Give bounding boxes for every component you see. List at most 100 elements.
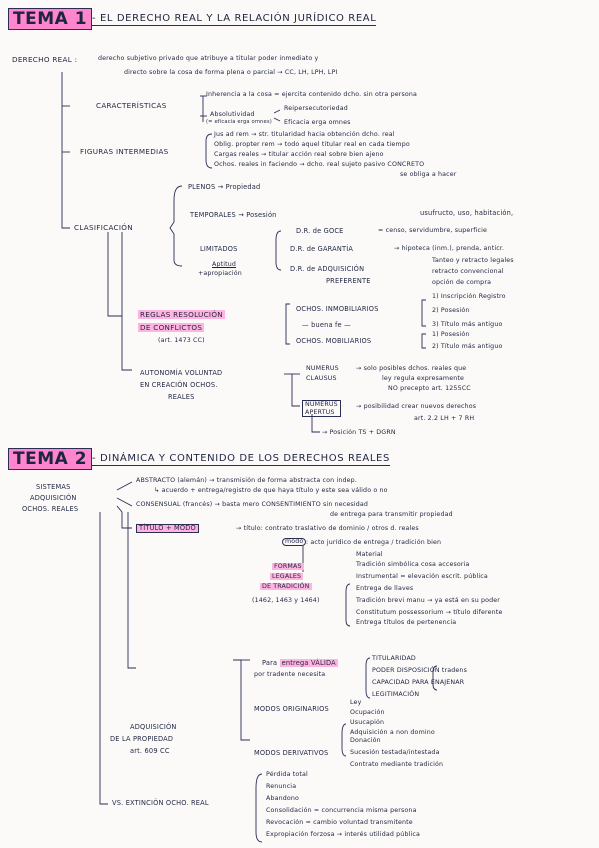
modos-derivativos-label: MODOS DERIVATIVOS xyxy=(254,749,329,757)
entrega-item-1: TITULARIDAD xyxy=(372,655,416,662)
dr-goce-label: D.R. de GOCE xyxy=(296,227,344,235)
figura-se-obliga: se obliga a hacer xyxy=(400,171,457,178)
numerus-clausus-value-3: NO precepto art. 1255CC xyxy=(388,385,471,392)
originario-item-3: Usucapión xyxy=(350,719,385,726)
forma-item-3: Instrumental = elevación escrit. pública xyxy=(356,573,488,580)
modo-definition: : acto jurídico de entrega / tradición b… xyxy=(306,539,442,546)
extincion-item-4: Consolidación = concurrencia misma perso… xyxy=(266,807,417,814)
extincion-item-2: Renuncia xyxy=(266,783,297,790)
reglas-label-1: REGLAS RESOLUCIÓN xyxy=(138,310,225,319)
numerus-apertus-2: APERTUS xyxy=(305,408,335,416)
forma-item-5: Tradición brevi manu → ya está en su pod… xyxy=(356,597,501,604)
sistema-abstracto-detail: ↳ acuerdo + entrega/registro de que haya… xyxy=(154,487,388,494)
reglas-mob-item-1: 1) Posesión xyxy=(432,331,470,338)
clasificacion-label: CLASIFICACIÓN xyxy=(74,223,133,232)
adquisicion-propiedad-3: art. 609 CC xyxy=(130,747,170,755)
formas-legales-3: DE TRADICIÓN xyxy=(260,583,312,590)
caracteristica-absolutividad: Absolutividad xyxy=(210,111,255,118)
figura-jus-ad-rem: Jus ad rem → str. titularidad hacia obte… xyxy=(214,131,395,138)
sistema-consensual-detail: de entrega para transmitir propiedad xyxy=(330,511,453,518)
caracteristica-erga-omnes: Eficacia erga omnes xyxy=(284,119,351,126)
clasificacion-limitados: LIMITADOS xyxy=(200,245,238,253)
sistemas-label-1: SISTEMAS xyxy=(36,483,71,491)
formas-highlight-2: LEGALES xyxy=(270,573,304,580)
numerus-clausus-2: CLAUSUS xyxy=(306,375,337,382)
numerus-apertus-box: NUMERUS APERTUS xyxy=(302,400,341,418)
dr-goce-value: = censo, servidumbre, superficie xyxy=(378,227,487,234)
reglas-inmobiliarios: OCHOS. INMOBILIARIOS xyxy=(296,305,379,313)
caracteristicas-label: CARACTERÍSTICAS xyxy=(96,101,167,110)
forma-item-7: Entrega títulos de pertenencia xyxy=(356,619,457,626)
entrega-highlight: entrega VÁLIDA xyxy=(279,659,338,667)
originario-item-1: Ley xyxy=(350,699,362,706)
dr-adquisicion-label: D.R. de ADQUISICIÓN xyxy=(290,265,365,273)
sistema-abstracto: ABSTRACTO (alemán) → transmisión de form… xyxy=(136,477,357,484)
forma-item-4: Entrega de llaves xyxy=(356,585,414,592)
sistema-titulo-modo: TÍTULO + MODO xyxy=(136,524,199,533)
numerus-clausus-value-2: ley regula expresamente xyxy=(382,375,465,382)
formas-highlight-3: DE TRADICIÓN xyxy=(260,583,312,590)
autonomia-label-2: EN CREACIÓN OCHOS. xyxy=(140,381,218,389)
extincion-item-6: Expropiación forzosa → interés utilidad … xyxy=(266,831,421,838)
numerus-apertus-1: NUMERUS xyxy=(305,401,338,408)
extincion-label: VS. EXTINCIÓN OCHO. REAL xyxy=(112,799,209,807)
originario-item-4: Adquisición a non domino xyxy=(350,729,435,736)
reglas-article: (art. 1473 CC) xyxy=(158,337,205,344)
entrega-item-3: CAPACIDAD PARA ENAJENAR xyxy=(372,679,465,686)
entrega-valida-label: Para entrega VÁLIDA xyxy=(262,659,338,667)
formas-legales-article: (1462, 1463 y 1464) xyxy=(252,597,320,604)
dr-garantia-value: → hipoteca (inm.), prenda, anticr. xyxy=(394,245,505,252)
extincion-item-3: Abandono xyxy=(266,795,300,802)
tema-2-title: TEMA 2 xyxy=(8,448,93,470)
derecho-real-definition-2: directo sobre la cosa de forma plena o p… xyxy=(124,69,338,76)
forma-item-6: Constitutum possessorium → título difere… xyxy=(356,609,503,616)
numerus-apertus-value-1: → posibilidad crear nuevos derechos xyxy=(356,403,477,410)
caracteristica-inherencia: Inherencia a la cosa = ejercita contenid… xyxy=(206,91,418,98)
derecho-real-definition-1: derecho subjetivo privado que atribuye a… xyxy=(98,55,319,62)
derivativo-item-3: Contrato mediante tradición xyxy=(350,761,444,768)
figuras-intermedias-label: FIGURAS INTERMEDIAS xyxy=(80,147,169,156)
entrega-pre: Para xyxy=(262,659,278,667)
reglas-inmob-item-3: 3) Título más antiguo xyxy=(432,321,503,328)
dr-adquisicion-value-1: Tanteo y retracto legales xyxy=(432,257,514,264)
titulo-definition: → título: contrato traslativo de dominio… xyxy=(236,525,419,532)
autonomia-label-1: AUTONOMÍA VOLUNTAD xyxy=(140,369,223,377)
numerus-apertus-value-2: art. 2.2 LH + 7 RH xyxy=(414,415,475,422)
reglas-highlight-1: REGLAS RESOLUCIÓN xyxy=(138,310,225,319)
tema-1-title: TEMA 1 xyxy=(8,8,93,30)
reglas-buena-fe: — buena fe — xyxy=(302,321,351,329)
dr-adquisicion-value-2: retracto convencional xyxy=(432,268,504,275)
forma-item-2: Tradición simbólica cosa accesoria xyxy=(356,561,470,568)
dr-garantia-label: D.R. de GARANTÍA xyxy=(290,245,354,253)
caracteristica-absolutividad-note: (= eficacia erga omnes) xyxy=(206,119,272,125)
reglas-inmob-item-2: 2) Posesión xyxy=(432,307,470,314)
formas-highlight-1: FORMAS xyxy=(272,563,304,570)
posicion-ts-dgrn: → Posición TS + DGRN xyxy=(322,429,396,436)
adquisicion-propiedad-2: DE LA PROPIEDAD xyxy=(110,735,174,743)
clasificacion-plenos: PLENOS → Propiedad xyxy=(188,183,261,191)
tema-1-subtitle: - El derecho real y la relación jurídico… xyxy=(92,13,377,26)
sistema-consensual: CONSENSUAL (francés) → basta mero CONSEN… xyxy=(136,501,369,508)
derecho-real-label: DERECHO REAL : xyxy=(12,55,78,64)
formas-legales-2: LEGALES xyxy=(270,573,304,580)
clasificacion-usufructo: usufructo, uso, habitación, xyxy=(420,209,514,217)
entrega-valida-sub: por tradente necesita xyxy=(254,671,326,678)
clasificacion-temporales: TEMPORALES → Posesión xyxy=(190,211,277,219)
caracteristica-reipersecutoriedad: Reipersecutoriedad xyxy=(284,105,348,112)
derivativo-item-2: Sucesión testada/intestada xyxy=(350,749,440,756)
reglas-inmob-item-1: 1) Inscripción Registro xyxy=(432,293,506,300)
derivativo-item-1: Donación xyxy=(350,737,381,744)
figura-dchos-in-faciendo: Ochos. reales in faciendo → dcho. real s… xyxy=(214,161,425,168)
tema-2-subtitle: - Dinámica y contenido de los derechos r… xyxy=(92,453,390,466)
dr-adquisicion-preferente: PREFERENTE xyxy=(326,277,371,285)
clasificacion-apropiacion: +apropiación xyxy=(198,270,242,277)
figura-cargas-reales: Cargas reales → titular acción real sobr… xyxy=(214,151,384,158)
sistemas-label-3: OCHOS. REALES xyxy=(22,505,79,513)
reglas-label-2: DE CONFLICTOS xyxy=(138,323,205,332)
clasificacion-aptitud: Aptitud xyxy=(212,261,237,268)
modos-originarios-label: MODOS ORIGINARIOS xyxy=(254,705,329,713)
extincion-item-5: Revocación = cambio voluntad transmitent… xyxy=(266,819,413,826)
sistemas-label-2: ADQUISICIÓN xyxy=(30,494,77,502)
figura-oblig-propter-rem: Oblig. propter rem → todo aquel titular … xyxy=(214,141,410,148)
